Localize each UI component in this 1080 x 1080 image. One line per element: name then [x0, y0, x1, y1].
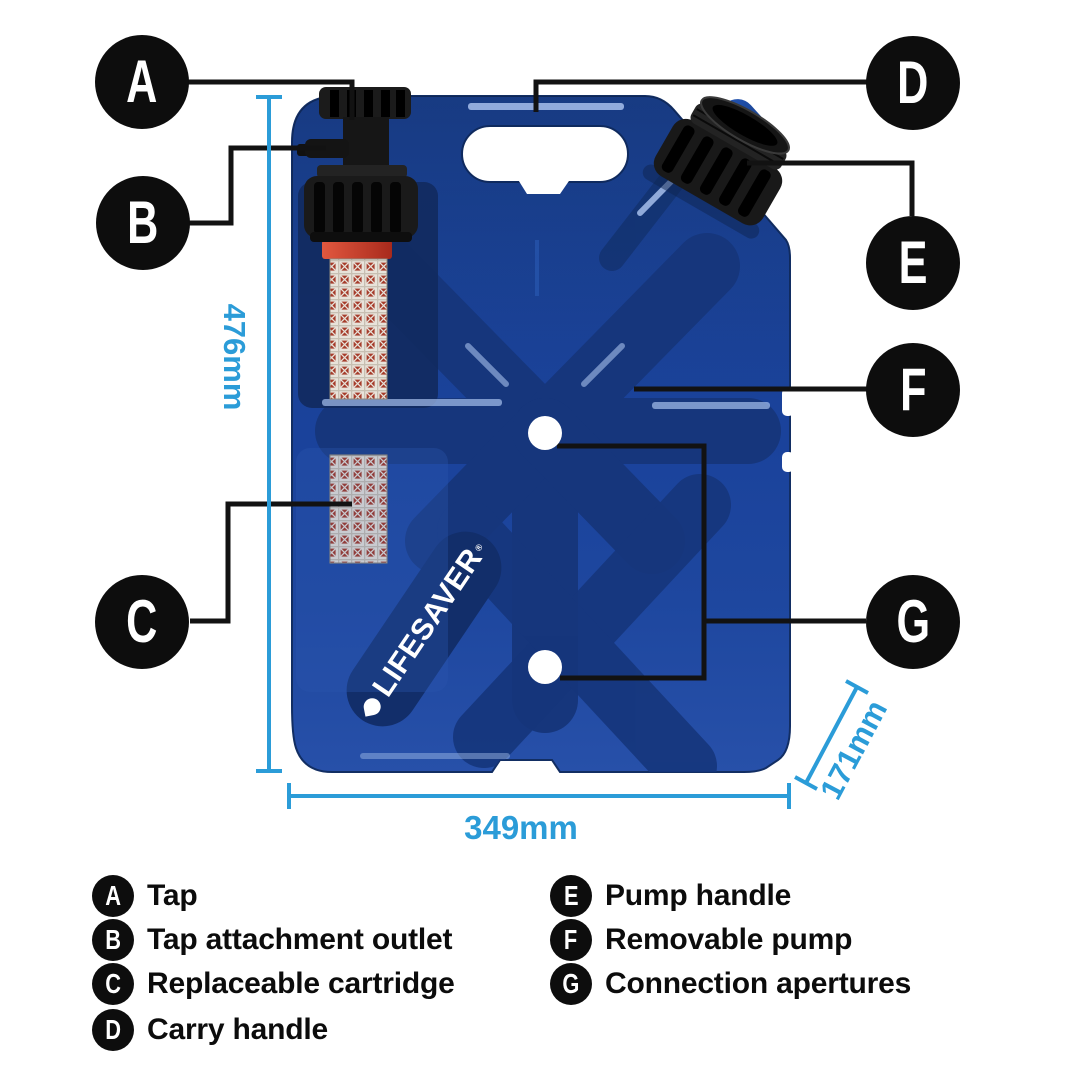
callout-letter: B: [127, 189, 159, 256]
legend-item-connection-apertures: G Connection apertures: [550, 963, 911, 1005]
callout-badge-e: E: [866, 216, 960, 310]
edge-notches: [782, 388, 794, 472]
callout-letter: A: [126, 48, 158, 115]
legend-item-removable-pump: F Removable pump: [550, 919, 852, 961]
callout-badge-g: G: [866, 575, 960, 669]
legend-label: Tap: [147, 879, 198, 912]
callout-letter: G: [896, 588, 930, 655]
legend-label: Tap attachment outlet: [147, 923, 453, 956]
legend-badge: F: [550, 919, 592, 961]
legend-item-pump-handle: E Pump handle: [550, 875, 791, 917]
callout-badge-c: C: [95, 575, 189, 669]
legend-label: Connection apertures: [605, 967, 912, 1000]
droplet-icon: [361, 696, 382, 717]
callout-lines: [186, 79, 915, 681]
logo-capsule: [346, 531, 502, 727]
legend-badge: C: [92, 963, 134, 1005]
callout-badge-b: B: [96, 176, 190, 270]
legend-label: Removable pump: [605, 923, 853, 956]
callout-letter: F: [899, 356, 927, 423]
pump-handle-cap: [642, 96, 790, 239]
dimension-lines: [256, 95, 869, 809]
legend-badge: A: [92, 875, 134, 917]
legend-badge: E: [550, 875, 592, 917]
highlight-strips: [322, 103, 770, 759]
callout-badge-d: D: [866, 36, 960, 130]
callout-letter: C: [126, 588, 158, 655]
legend-item-tap: A Tap: [92, 875, 198, 917]
legend-item-tap-attachment-outlet: B Tap attachment outlet: [92, 919, 452, 961]
legend-badge: G: [550, 963, 592, 1005]
replaceable-cartridge: [322, 240, 392, 564]
callout-badge-f: F: [866, 343, 960, 437]
carry-handle: [461, 125, 629, 296]
dimension-width-label: 349mm: [464, 809, 578, 846]
legend-badge: D: [92, 1009, 134, 1051]
legend-badge: B: [92, 919, 134, 961]
legend-label: Carry handle: [147, 1013, 328, 1046]
connection-apertures: [528, 416, 562, 684]
callout-badge-a: A: [95, 35, 189, 129]
tap-assembly: [297, 87, 418, 242]
callout-letter: E: [898, 229, 928, 296]
legend-label: Pump handle: [605, 879, 792, 912]
legend-item-carry-handle: D Carry handle: [92, 1009, 328, 1051]
callout-letter: D: [897, 49, 929, 116]
legend-item-replaceable-cartridge: C Replaceable cartridge: [92, 963, 455, 1005]
dimension-height-label: 476mm: [217, 303, 252, 411]
legend-label: Replaceable cartridge: [147, 967, 455, 1000]
